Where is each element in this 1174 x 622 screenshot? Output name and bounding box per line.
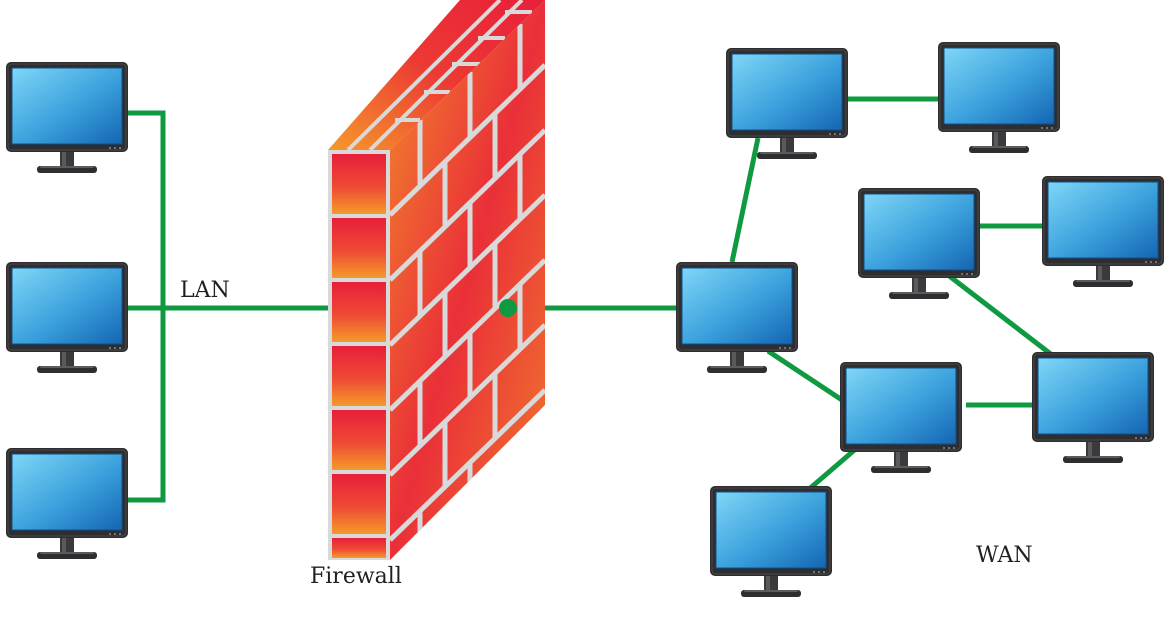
wan-label: WAN	[976, 543, 1033, 568]
wan-computer-1	[725, 47, 849, 160]
wan-link-c	[766, 348, 847, 405]
wan-computer-8	[709, 485, 833, 598]
lan-links	[128, 110, 330, 503]
wan-computer-6	[1031, 351, 1155, 464]
wan-computer-3	[857, 187, 981, 300]
wan-computer-4	[1041, 175, 1165, 288]
lan-computers	[5, 61, 129, 560]
firewall-label: Firewall	[310, 564, 402, 589]
wan-computer-2	[937, 41, 1061, 154]
lan-computer-1	[5, 61, 129, 174]
wan-computers	[675, 41, 1165, 598]
lan-label: LAN	[180, 278, 230, 303]
lan-computer-3	[5, 447, 129, 560]
wan-computer-7	[839, 361, 963, 474]
lan-computer-2	[5, 261, 129, 374]
wan-link-g	[946, 273, 1054, 357]
firewall	[328, 0, 545, 560]
wan-link-a	[729, 137, 761, 263]
wan-link-d	[806, 445, 860, 492]
connection-dot-icon	[499, 299, 517, 317]
firewall-front-bricks	[332, 154, 386, 558]
